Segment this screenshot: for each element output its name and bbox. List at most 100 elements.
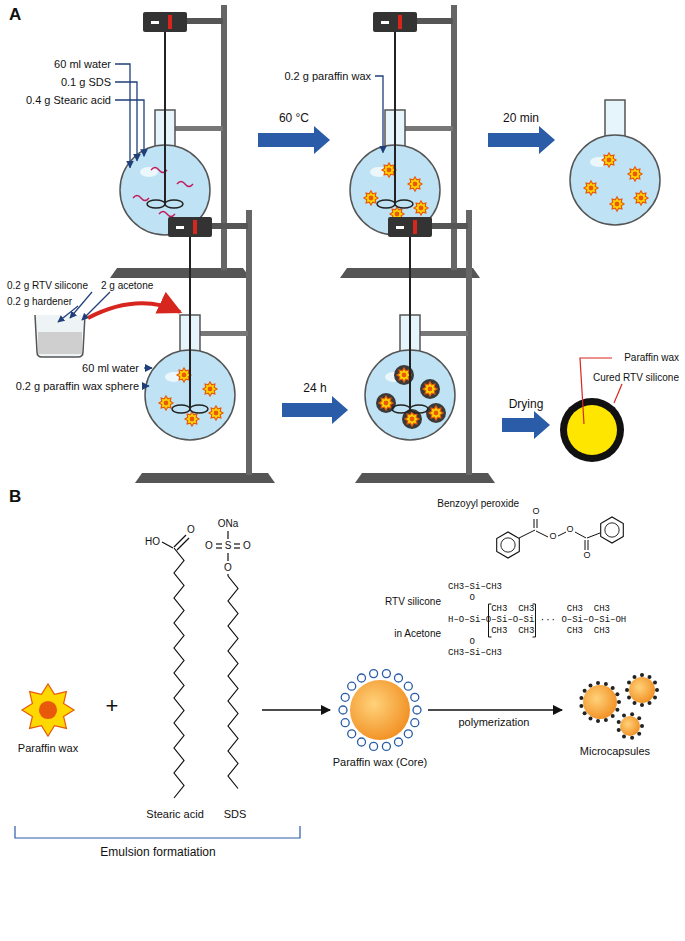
reagent-arrow: [115, 82, 137, 161]
wax-droplet: [382, 163, 396, 177]
surfactant-head: [413, 706, 421, 714]
stirrer-shaft: [394, 32, 396, 202]
shell-dot: [640, 724, 644, 728]
wax-droplet-centre: [402, 373, 407, 378]
shell-dot: [637, 716, 641, 720]
leader-line: [614, 384, 622, 403]
wax-droplet: [414, 201, 428, 215]
surfactant-head: [395, 738, 403, 746]
wax-droplet: [203, 382, 217, 396]
shell-dot: [653, 681, 657, 685]
text-label: Paraffin wax: [623, 352, 680, 363]
surfactant-head: [370, 742, 378, 750]
atom-label: O: [243, 540, 251, 551]
text-label: Cured RTV silicone: [592, 372, 680, 383]
text-label: Drying: [508, 398, 545, 411]
wax-droplet-centre: [434, 411, 439, 416]
bond-line: [537, 519, 538, 528]
wax-droplet: [634, 191, 648, 205]
process-arrow: [258, 126, 330, 154]
beaker: [35, 315, 85, 357]
stirrer-mark: [151, 21, 159, 24]
text-label: Emulsion formatiation: [99, 846, 216, 859]
surfactant-head: [382, 670, 390, 678]
stand-rod: [221, 5, 227, 270]
bond-line: [227, 531, 228, 539]
bond-line: [588, 540, 589, 550]
atom-label: CH3: [491, 604, 507, 615]
atom-label: O: [224, 562, 232, 573]
stirrer-mark: [413, 220, 417, 234]
text-label: 0.2 g hardener: [6, 296, 73, 307]
benzene-ring: [601, 517, 624, 543]
stand-rod: [451, 5, 457, 270]
atom-label: O: [533, 507, 540, 517]
wax-droplet-centre: [39, 701, 57, 719]
surfactant-head: [341, 719, 349, 727]
atom-label: CH3–Si–CH3: [448, 648, 502, 659]
surfactant-head: [370, 670, 378, 678]
wax-droplet-centre: [633, 172, 638, 177]
stand-base: [110, 268, 250, 278]
panel-b-drawing: [15, 517, 659, 838]
stirrer-paddle: [190, 405, 208, 413]
microcapsule: [629, 677, 655, 703]
flask-neck: [605, 100, 625, 140]
shell-dot: [648, 701, 652, 705]
text-label: Microcapsules: [579, 745, 651, 757]
text-label: 0.1 g SDS: [60, 76, 112, 88]
atom-label: CH3: [518, 626, 534, 637]
wax-droplet-centre: [410, 417, 415, 422]
stand-rod: [466, 210, 472, 475]
stirrer-mark: [168, 15, 172, 29]
surfactant-head: [404, 730, 412, 738]
wax-droplet-centre: [384, 401, 389, 406]
text-label: 2 g acetone: [100, 280, 154, 291]
shell-dot: [617, 700, 621, 704]
text-label: 0.4 g Stearic acid: [25, 94, 112, 106]
wax-droplet: [379, 396, 393, 410]
wax-droplet-centre: [208, 387, 213, 392]
text-label: +: [105, 694, 120, 718]
bond-line: [177, 538, 189, 550]
wax-droplet-centre: [395, 212, 400, 217]
shell-dot: [648, 675, 652, 679]
text-label: 60 °C: [278, 112, 310, 125]
text-label: 60 ml water: [53, 58, 112, 70]
shell-dot: [633, 675, 637, 679]
stirrer-paddle: [392, 405, 410, 413]
bond-line: [234, 547, 240, 548]
stirrer-motor: [373, 12, 417, 32]
atom-label: O: [567, 525, 574, 535]
shell-dot: [579, 704, 583, 708]
atom-label: O: [470, 593, 475, 604]
process-arrow: [282, 396, 348, 424]
atom-label: HO: [145, 536, 160, 547]
text-label: 20 min: [502, 112, 540, 125]
stand-arm: [187, 18, 223, 24]
reagent-arrow: [115, 64, 130, 168]
flask-clamp: [405, 126, 453, 131]
text-label: polymerization: [458, 716, 531, 728]
stirrer-mark: [193, 220, 197, 234]
text-label: SDS: [223, 808, 248, 820]
stirrer-paddle: [377, 200, 395, 208]
wax-droplet-centre: [387, 168, 392, 173]
shell-dot: [640, 673, 644, 677]
pour-arrow: [88, 303, 180, 318]
flask-clamp: [420, 331, 468, 336]
shell-dot: [653, 696, 657, 700]
reagent-arrow: [58, 306, 78, 322]
wax-droplet: [185, 412, 199, 426]
surfactant-squiggle: [133, 196, 149, 201]
wax-droplet: [364, 191, 378, 205]
surfactant-head: [411, 719, 419, 727]
alkyl-chain: [174, 548, 184, 798]
microcapsule: [583, 685, 617, 719]
surfactant-head: [395, 674, 403, 682]
shell-dot: [630, 736, 634, 740]
atom-label: H–O–Si–O–Si–O–Si ··· O–Si–O–Si–OH: [448, 615, 626, 626]
leader-line: [580, 358, 612, 424]
reagent-arrow: [375, 76, 383, 153]
reagent-arrow: [115, 100, 144, 156]
